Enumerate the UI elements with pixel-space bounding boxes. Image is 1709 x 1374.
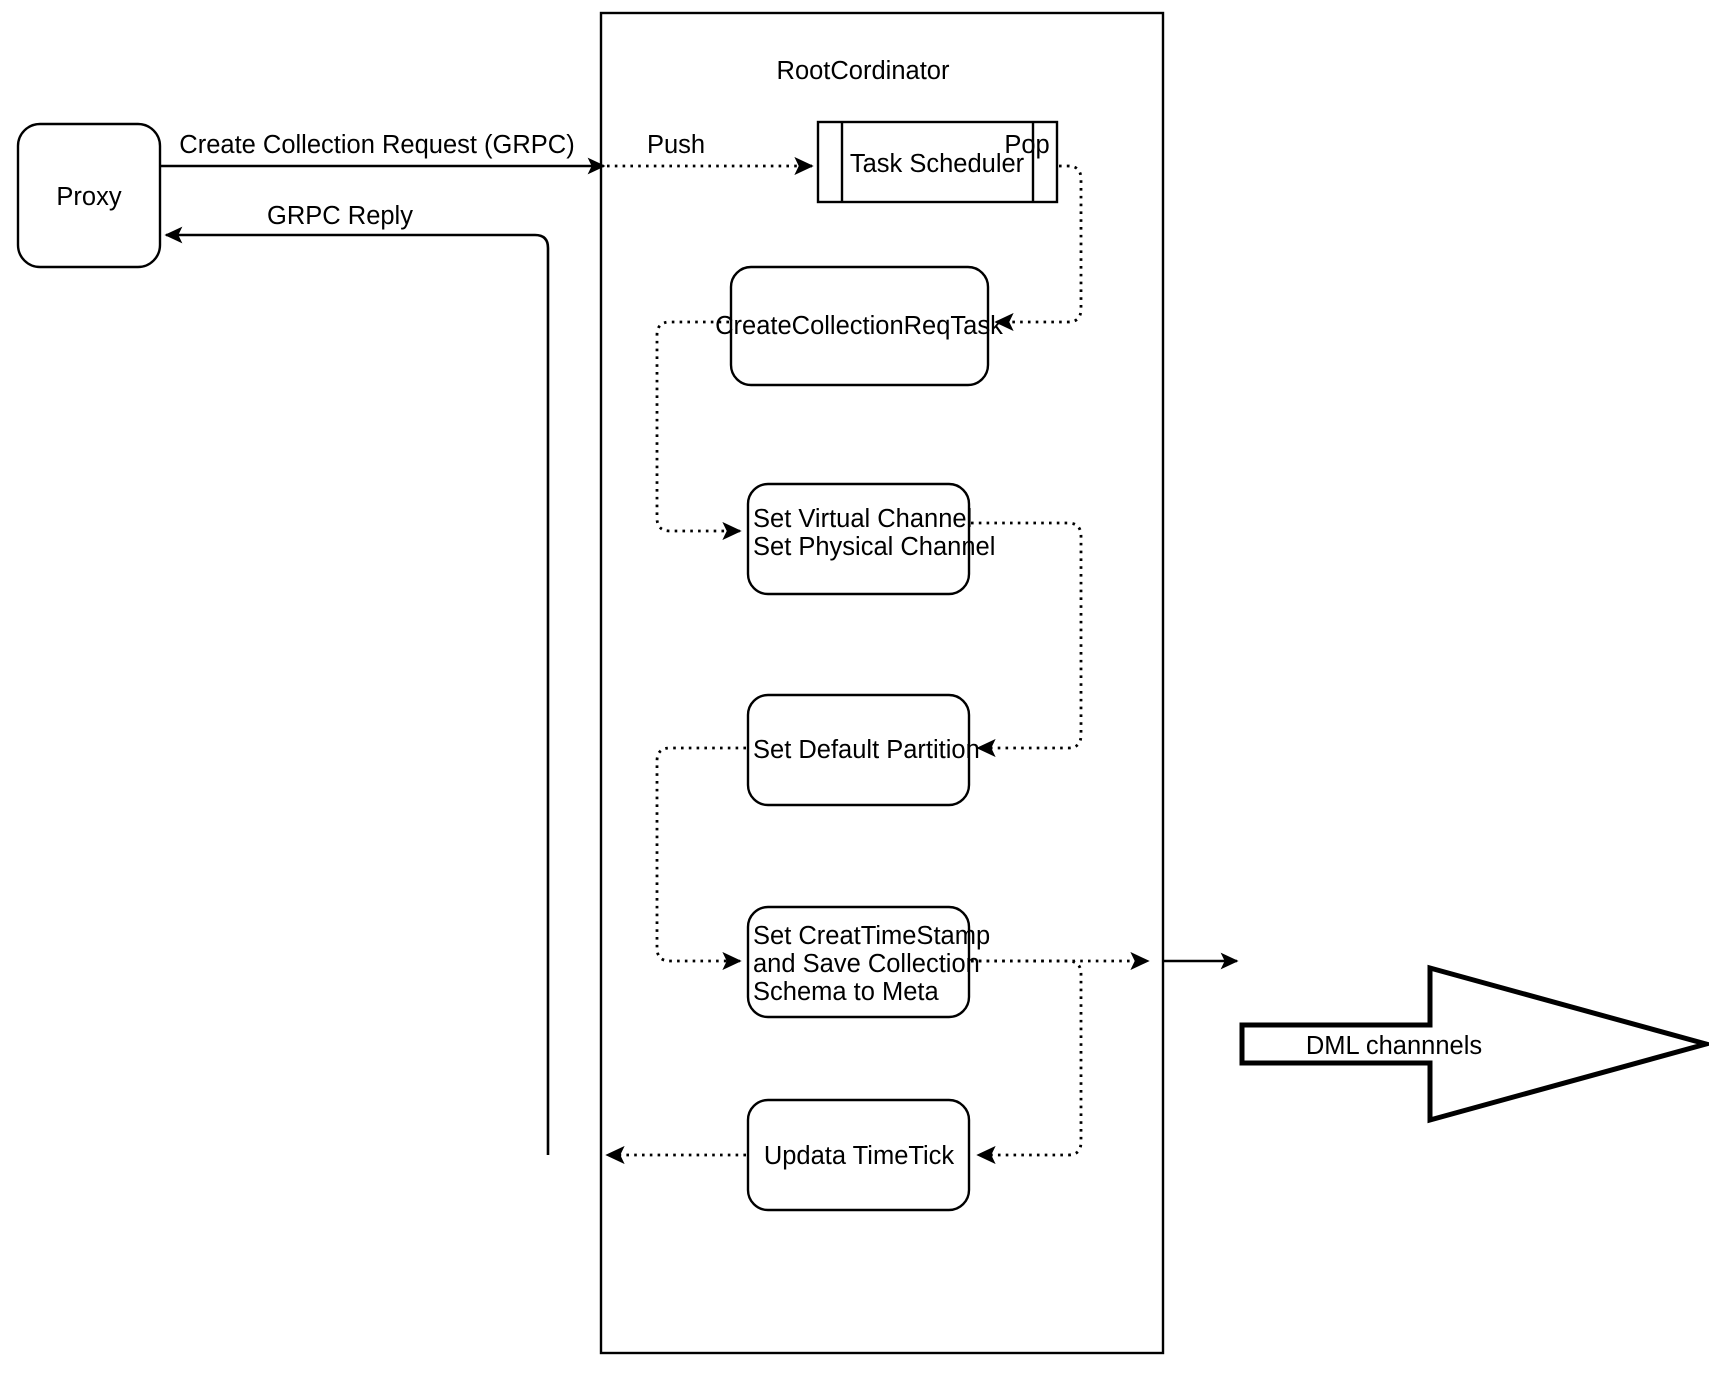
update-timetick-label: Updata TimeTick: [764, 1142, 955, 1170]
update-timetick-node[interactable]: [746, 1098, 971, 1212]
set-createtimestamp-node[interactable]: [746, 905, 971, 1019]
set-createtimestamp-line2: and Save Collection: [753, 950, 980, 978]
create-collection-req-task-node[interactable]: [729, 265, 990, 387]
rootcordinator-container: [599, 11, 1165, 1355]
set-default-partition-node[interactable]: [746, 693, 971, 807]
edge-createtimestamp-to-timetick: [971, 959, 1083, 1165]
set-default-partition-label: Set Default Partition: [753, 736, 980, 764]
edge-set-channel-to-default-partition: [971, 521, 1083, 758]
edge-label-push: Push: [647, 131, 705, 159]
dml-channels-node[interactable]: [1239, 964, 1709, 1124]
edge-pop: [994, 164, 1083, 332]
edge-label-create-collection-request: Create Collection Request (GRPC): [179, 131, 574, 159]
proxy-label: Proxy: [56, 183, 121, 211]
task-scheduler-node[interactable]: [816, 120, 1059, 204]
edge-label-grpc-reply: GRPC Reply: [267, 202, 413, 230]
edge-grpc-reply: [164, 226, 550, 1155]
task-scheduler-label: Task Scheduler: [850, 150, 1025, 178]
edge-label-pop: Pop: [1004, 131, 1049, 159]
edge-task-to-set-channel: [655, 320, 742, 541]
set-physical-channel-label: Set Physical Channel: [753, 533, 995, 561]
container-title: RootCordinator: [777, 57, 950, 85]
create-collection-req-task-label: CreateCollectionReqTask: [715, 312, 1003, 340]
dml-channels-label: DML channnels: [1306, 1032, 1482, 1060]
set-createtimestamp-line3: Schema to Meta: [753, 978, 939, 1006]
set-virtual-channel-label: Set Virtual Channel: [753, 505, 972, 533]
set-createtimestamp-line1: Set CreatTimeStamp: [753, 922, 990, 950]
edge-default-partition-to-createtimestamp: [655, 746, 746, 971]
proxy-node[interactable]: [16, 122, 162, 269]
set-channel-node[interactable]: [746, 482, 971, 596]
